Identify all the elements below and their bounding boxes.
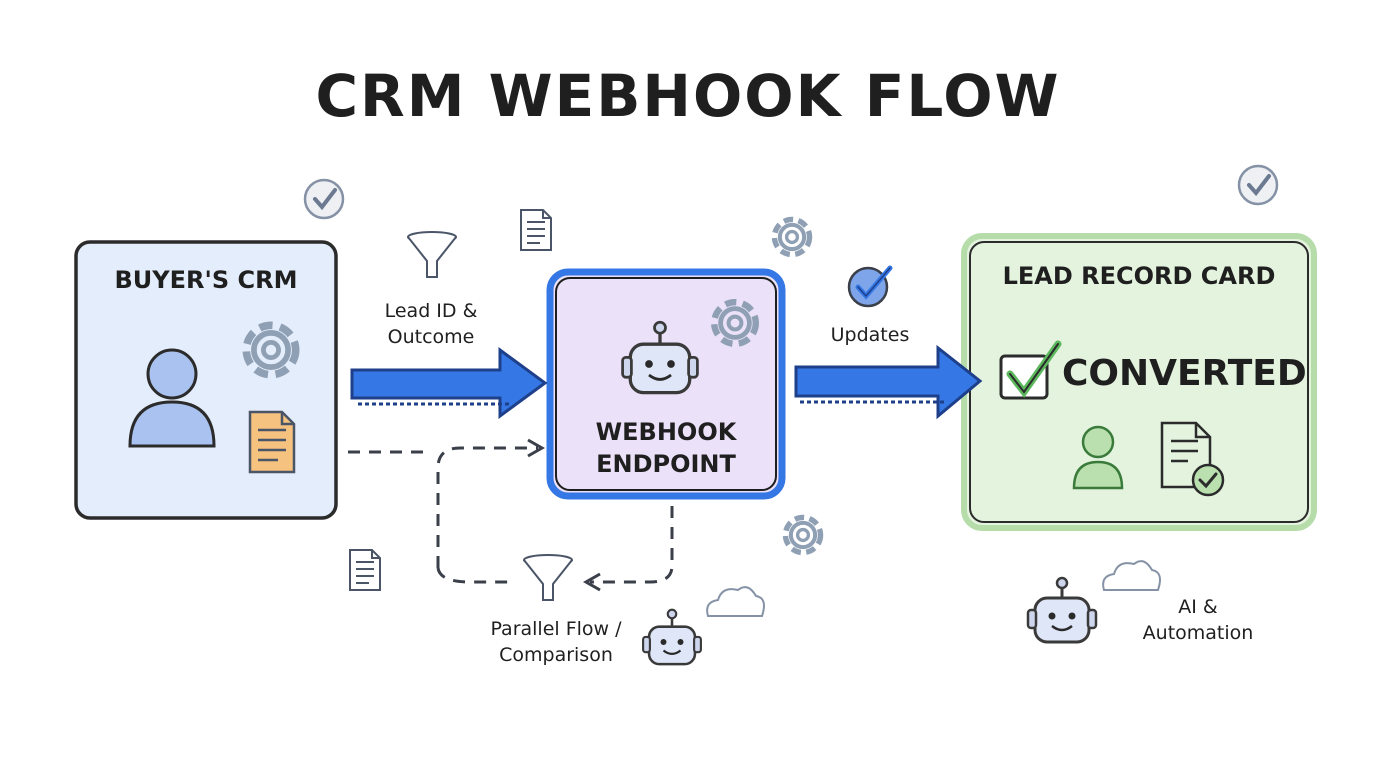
- check-circle-icon: [303, 178, 345, 220]
- gear-icon: [785, 517, 820, 552]
- document-check-icon: [1160, 421, 1225, 497]
- converted-status: CONVERTED: [1062, 353, 1307, 394]
- check-circle-blue-icon: [847, 265, 893, 308]
- document-icon: [349, 549, 381, 591]
- parallel-flow-dashed-path: [348, 446, 674, 584]
- webhook-title-line1: WEBHOOK: [595, 418, 737, 446]
- gear-icon: [774, 219, 809, 254]
- updates-label: Updates: [830, 324, 910, 346]
- parallel-flow-label: Parallel Flow / Comparison: [490, 618, 622, 666]
- checkbox-icon: [999, 340, 1062, 400]
- dashed-arrowhead-right: [527, 438, 546, 458]
- lead-outcome-label: Lead ID & Outcome: [384, 300, 478, 348]
- funnel-icon: [523, 554, 573, 601]
- cloud-icon: [706, 586, 765, 617]
- dashed-arrowhead-left: [582, 572, 601, 592]
- arrow-crm-to-webhook: [350, 347, 548, 419]
- funnel-icon: [407, 231, 457, 278]
- buyer-crm-title: BUYER'S CRM: [114, 266, 298, 294]
- ai-automation-label: AI & Automation: [1142, 596, 1254, 644]
- robot-icon: [641, 608, 703, 666]
- document-icon: [248, 410, 296, 474]
- webhook-title-line2: ENDPOINT: [596, 450, 736, 478]
- user-icon: [128, 348, 216, 448]
- page-title: CRM WEBHOOK FLOW: [315, 62, 1061, 130]
- user-icon: [1072, 425, 1124, 490]
- document-icon: [520, 209, 552, 251]
- robot-icon: [1026, 576, 1098, 644]
- check-circle-icon: [1237, 164, 1279, 206]
- arrow-webhook-to-card: [794, 344, 983, 420]
- cloud-icon: [1102, 560, 1161, 591]
- lead-card-title: LEAD RECORD CARD: [1002, 262, 1276, 290]
